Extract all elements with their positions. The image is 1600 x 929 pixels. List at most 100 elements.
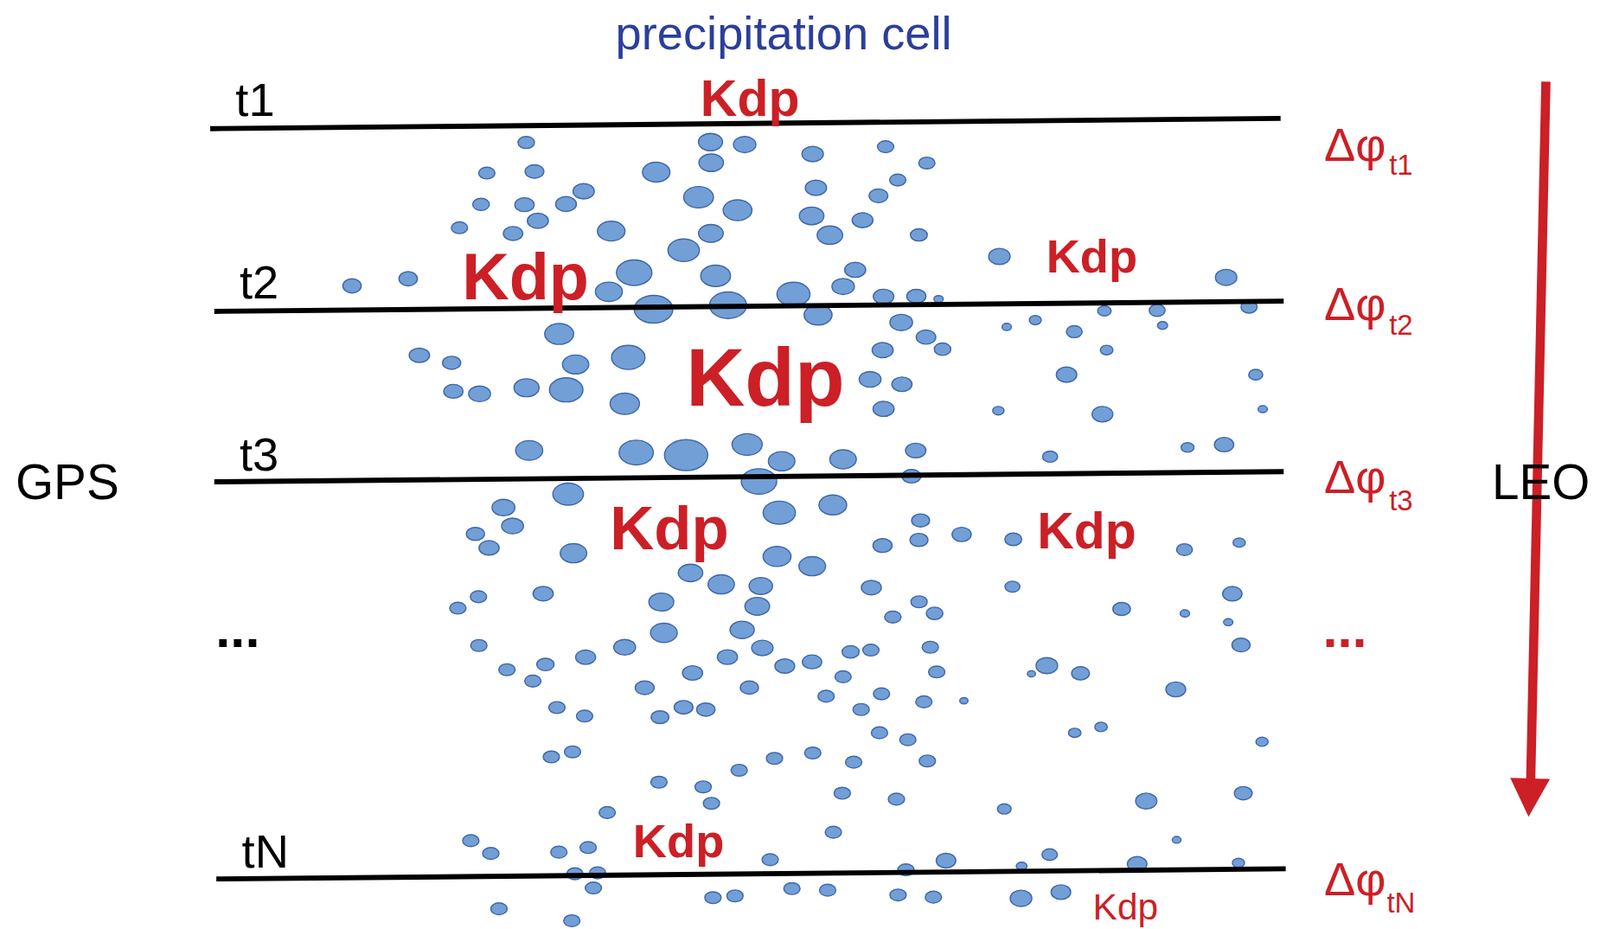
raindrop	[491, 902, 508, 916]
raindrop	[674, 700, 694, 715]
raindrop	[768, 451, 795, 471]
raindrop	[1176, 544, 1192, 557]
raindrop	[642, 162, 671, 183]
raindrop	[761, 853, 779, 866]
raindrop	[1042, 848, 1058, 860]
raindrop	[664, 439, 708, 471]
raindrop	[905, 442, 927, 458]
raindrop	[1135, 793, 1158, 809]
raindrop	[988, 248, 1011, 265]
ellipsis: ...	[215, 601, 260, 655]
raindrop	[549, 377, 583, 403]
raindrop	[1097, 305, 1112, 316]
raindrop	[911, 513, 930, 527]
raindrop	[731, 433, 762, 455]
raindrop	[562, 354, 589, 374]
raindrop	[543, 750, 560, 763]
raindrop	[634, 680, 654, 695]
raindrop	[925, 890, 942, 903]
raindrop	[466, 527, 485, 541]
raindrop	[872, 538, 892, 553]
raindrop	[616, 259, 653, 286]
raindrop	[573, 183, 596, 199]
raindrop	[726, 889, 743, 903]
raindrop	[730, 764, 748, 777]
raindrop	[560, 543, 588, 563]
raindrop	[909, 533, 928, 547]
raindrop	[524, 674, 542, 687]
station-label: GPS	[15, 458, 120, 508]
raindrop	[1002, 323, 1012, 331]
raindrop	[470, 639, 487, 652]
raindrop	[527, 213, 549, 229]
raindrop	[1092, 406, 1114, 423]
raindrop	[960, 697, 969, 704]
raindrop	[555, 196, 576, 212]
ray-line	[214, 471, 1284, 482]
raindrop	[861, 580, 882, 596]
raindrop	[518, 136, 535, 149]
phase-subscript: tN	[1386, 889, 1415, 918]
raindrop	[915, 696, 933, 709]
raindrop	[740, 680, 759, 694]
raindrop	[683, 186, 713, 209]
raindrop	[1157, 321, 1168, 330]
raindrop	[1004, 581, 1020, 593]
raindrop	[783, 882, 800, 895]
raindrop	[342, 278, 361, 294]
raindrop	[499, 663, 516, 676]
raindrop	[863, 644, 880, 657]
raindrop	[869, 188, 889, 203]
raindrop	[667, 238, 699, 262]
raindrop	[696, 703, 715, 717]
station-label: LEO	[1491, 458, 1590, 508]
ray-line	[216, 868, 1286, 879]
raindrop	[997, 803, 1012, 814]
raindrop	[891, 377, 912, 392]
kdp-label: Kdp	[700, 73, 800, 125]
raindrop	[992, 406, 1005, 416]
kdp-label: Kdp	[1036, 505, 1137, 557]
raindrop	[704, 891, 722, 904]
raindrop	[1068, 728, 1081, 738]
raindrop	[871, 342, 893, 358]
raindrop	[708, 575, 735, 595]
raindrop	[1100, 345, 1114, 355]
raindrop	[805, 179, 827, 196]
raindrop	[934, 295, 944, 303]
raindrop	[729, 620, 755, 639]
raindrop	[473, 198, 490, 211]
raindrop	[889, 889, 907, 902]
raindrop	[576, 650, 596, 666]
raindrop	[482, 847, 500, 860]
raindrop	[915, 330, 936, 345]
raindrop	[845, 755, 863, 768]
kdp-label: Kdp	[461, 244, 589, 311]
raindrop	[723, 199, 752, 221]
raindrop	[748, 577, 773, 596]
raindrop	[1071, 666, 1090, 680]
raindrop	[451, 221, 468, 234]
raindrop	[1094, 722, 1108, 732]
raindrop	[524, 164, 544, 179]
ray-paths	[210, 118, 1287, 879]
time-label: tN	[242, 828, 289, 876]
raindrop	[934, 342, 951, 355]
raindrop	[818, 690, 835, 703]
raindrop	[585, 882, 602, 895]
raindrop	[619, 440, 654, 466]
raindrop	[1255, 736, 1268, 747]
raindrop	[928, 665, 946, 679]
raindrop	[1029, 315, 1042, 326]
raindrop	[926, 607, 943, 620]
raindrop	[774, 659, 795, 674]
raindrop	[1258, 405, 1268, 413]
raindrop	[479, 540, 500, 556]
raindrop	[1042, 450, 1057, 462]
raindrop	[762, 546, 791, 567]
kdp-label: Kdp	[685, 336, 845, 418]
time-label: t3	[239, 431, 279, 479]
raindrop	[744, 597, 770, 616]
raindrop	[597, 221, 626, 242]
phase-label: Δφ	[1324, 454, 1386, 501]
